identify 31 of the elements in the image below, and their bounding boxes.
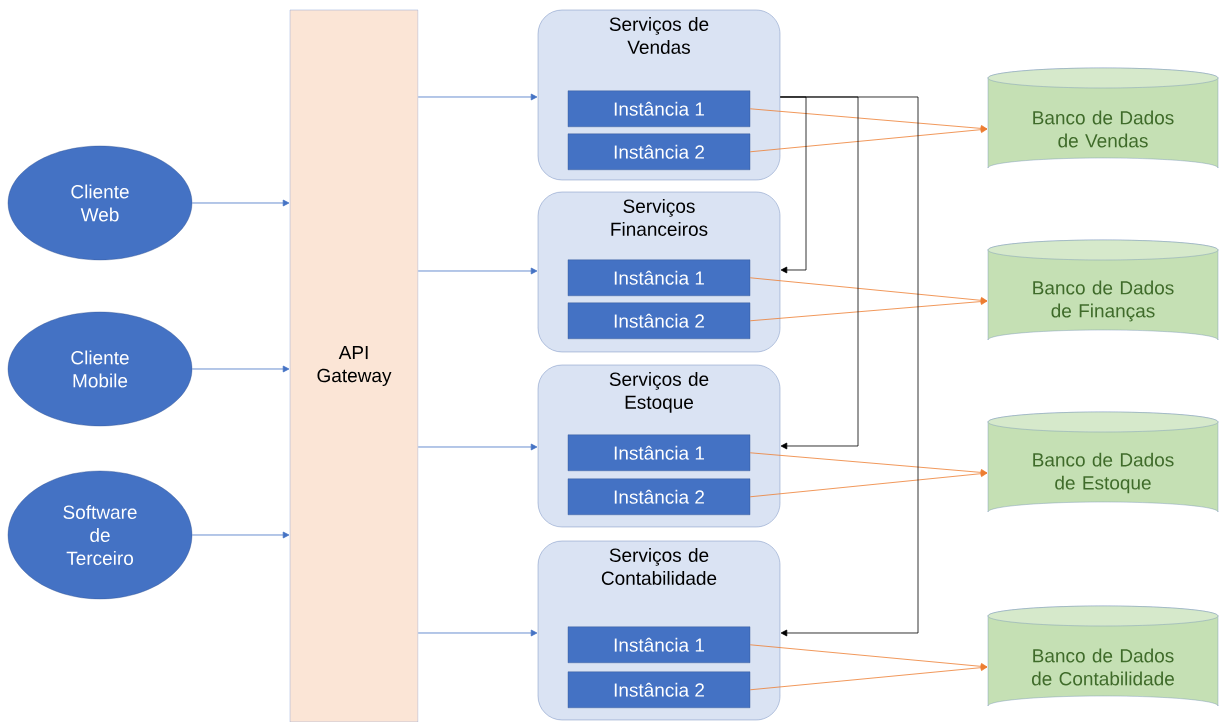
instance-box: Instância 2 — [567, 133, 751, 170]
database-cylinder: Banco de Dados de Finanças — [987, 239, 1219, 341]
instance-box: Instância 1 — [567, 259, 751, 296]
arrow — [417, 93, 538, 101]
instance-box: Instância 2 — [567, 671, 751, 708]
arrow — [191, 199, 290, 207]
arrow — [749, 664, 988, 691]
elbow-arrow — [779, 96, 919, 637]
arrow — [749, 452, 988, 476]
arrow — [749, 298, 988, 322]
elbow-arrow — [779, 96, 807, 274]
gateway-box: API Gateway — [289, 9, 419, 722]
instance-box: Instância 2 — [567, 302, 751, 339]
instance-box: Instância 2 — [567, 478, 751, 515]
database-cylinder: Banco de Dados de Vendas — [987, 67, 1219, 169]
arrow — [417, 443, 538, 451]
arrow — [749, 470, 988, 498]
arrow — [191, 531, 290, 539]
database-cylinder: Banco de Dados de Contabilidade — [987, 605, 1219, 707]
arrow — [191, 365, 290, 373]
elbow-arrow — [779, 96, 859, 450]
instance-box: Instância 1 — [567, 90, 751, 127]
instance-box: Instância 1 — [567, 626, 751, 663]
instance-box: Instância 1 — [567, 434, 751, 471]
arrow — [749, 644, 988, 670]
arrow — [417, 267, 538, 275]
arrow — [417, 629, 538, 637]
arrow — [749, 277, 988, 304]
arrow — [749, 108, 988, 132]
database-cylinder: Banco de Dados de Estoque — [987, 411, 1219, 513]
arrow — [749, 126, 988, 153]
